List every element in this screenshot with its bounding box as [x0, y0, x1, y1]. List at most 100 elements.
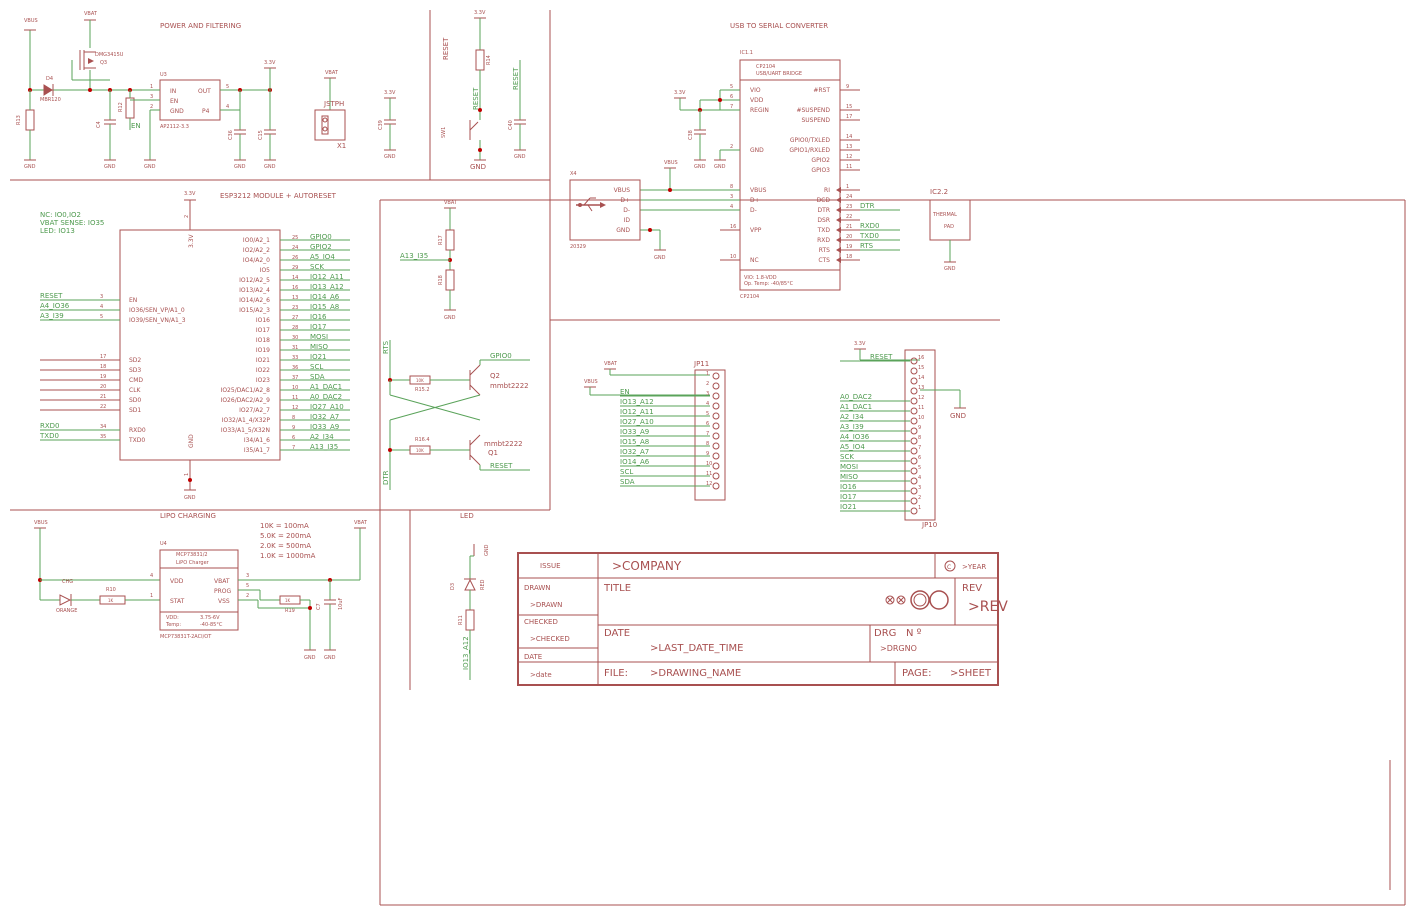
jp11-net: IO33_A9	[620, 428, 649, 436]
gnd-c38: GND	[694, 164, 706, 170]
gnd-usb: GND	[654, 255, 666, 261]
esp-left-net: RXD0	[40, 422, 60, 430]
ar-gnd: GND	[444, 315, 456, 321]
esp-left-pin-num: 35	[100, 434, 106, 440]
gnd-c40: GND	[514, 154, 526, 160]
esp-right-pin-label: IO19	[256, 347, 270, 354]
d4-ref: D4	[46, 76, 53, 82]
vbus-label: VBUS	[24, 18, 38, 24]
section-title-usb: USB TO SERIAL CONVERTER	[730, 22, 828, 30]
ar-rts: RTS	[382, 340, 390, 354]
esp-right-pin-label: I34/A1_6	[244, 437, 270, 444]
esp-left-pin-num: 20	[100, 384, 106, 390]
u4-vdd: VDD	[170, 578, 184, 585]
ic1-pin-arrow	[836, 207, 841, 213]
u4-p1: 1	[150, 593, 153, 599]
esp32-module	[119, 229, 281, 461]
tb-rev-value: >REV	[968, 599, 1008, 615]
gnd-2: GND	[104, 164, 116, 170]
u3-en: EN	[170, 98, 178, 105]
jp11-vbat: VBAT	[604, 361, 618, 367]
red-led	[464, 578, 476, 591]
esp-right-pin-num: 13	[292, 295, 298, 301]
r15-val: 10K	[416, 378, 424, 383]
esp-right-pin-label: IO2/A2_2	[243, 247, 270, 254]
ic1-left-pin-num: 2	[730, 144, 733, 150]
c40-ref: C40	[508, 120, 514, 130]
jp10-net: IO17	[840, 493, 856, 501]
u3-pin4: 4	[226, 104, 229, 110]
u3-p4: P4	[202, 108, 210, 115]
jp11-pin	[712, 372, 720, 380]
esp-left-pin-num: 22	[100, 404, 106, 410]
charge-row-2: 2.0K = 500mA	[260, 542, 311, 550]
jp11-pin-num: 5	[706, 411, 709, 417]
esp-right-pin-label: IO33/A1_5/X32N	[221, 427, 270, 434]
ic1-val: CP2104	[740, 294, 759, 300]
esp-right-pin-num: 12	[292, 405, 298, 411]
esp-right-net: GPIO2	[310, 243, 332, 251]
jp11-pins: 123EN4IO13_A125IO12_A116IO27_A107IO33_A9…	[620, 371, 720, 490]
vbat-label-2: VBAT	[325, 70, 339, 76]
esp-right-pin-num: 27	[292, 315, 298, 321]
u4-p3: 3	[246, 573, 249, 579]
gnd-6: GND	[384, 154, 396, 160]
reset-v33: 3.3V	[474, 10, 486, 16]
usb-icon	[576, 197, 606, 212]
u4-p4: 4	[150, 573, 153, 579]
ar-vbat: VBAT	[444, 200, 458, 206]
esp-right-pin-num: 16	[292, 285, 298, 291]
c7-val: 10uF	[338, 597, 344, 610]
jp11-vbus: VBUS	[584, 379, 598, 385]
esp-right-pin-label: IO4/A2_0	[243, 257, 270, 264]
esp-left-pin-num: 34	[100, 424, 106, 430]
ic1-net-label: TXD0	[859, 232, 879, 240]
usb-vbus: VBUS	[664, 160, 678, 166]
esp-right-pin-num: 9	[292, 425, 295, 431]
v33-label-1: 3.3V	[264, 60, 276, 66]
esp-right-pin-num: 29	[292, 265, 298, 271]
ic1-left-pin-label: GND	[750, 147, 764, 154]
r13-ref: R13	[16, 115, 22, 125]
esp-bottom-gnd: GND	[184, 495, 196, 501]
regulator-u3	[159, 79, 221, 121]
jp10-pin	[910, 447, 918, 455]
led-section: GND D3 RED R11 IO13_A12	[450, 544, 490, 680]
ic1-net-label: DTR	[860, 202, 875, 210]
ic1-right-pin-label: DTR	[818, 207, 830, 214]
q1-val: mmbt2222	[484, 440, 523, 448]
ic1-right-pin-num: 23	[846, 204, 852, 210]
u4-vss: VSS	[218, 598, 230, 605]
section-title-led: LED	[460, 512, 474, 520]
note-vbat: VBAT SENSE: IO35	[40, 219, 104, 227]
q3-value: DMG3415U	[95, 52, 124, 58]
esp-right-pin-num: 25	[292, 235, 298, 241]
jp10-net: A3_I39	[840, 423, 864, 431]
section-frames	[10, 10, 1406, 906]
esp-right-pin-label: IO16	[256, 317, 270, 324]
jp10-pin-num: 14	[918, 375, 924, 381]
tb-date-left-value: >date	[530, 671, 552, 679]
esp-left-pin-label: SD2	[129, 357, 141, 364]
charge-row-3: 1.0K = 1000mA	[260, 552, 316, 560]
r15-ref: R15.2	[415, 387, 430, 393]
esp-right-net: MOSI	[310, 333, 328, 341]
u3-pin3: 3	[150, 94, 153, 100]
tb-no: N º	[906, 628, 922, 639]
sw1-ref: SW1	[441, 127, 447, 138]
r17-ref: R17	[438, 235, 444, 245]
jp10-section: JP10 3.3V GND 16RESET15141312A0_DAC211A1…	[840, 341, 966, 529]
jp10-net: SCK	[840, 453, 854, 461]
u4-name: MCP73831/2	[176, 552, 208, 558]
esp-right-net: A2_I34	[310, 433, 334, 441]
tb-rev: REV	[962, 583, 982, 594]
r19-ref: R19	[285, 608, 295, 614]
jp10-pin-num: 6	[918, 455, 921, 461]
ic1-right-pin-label: GPIO1/RXLED	[789, 147, 830, 154]
jp10-pin	[910, 367, 918, 375]
esp-right-pin-label: IO15/A2_3	[239, 307, 270, 314]
ic1-left-pin-num: 16	[730, 224, 736, 230]
tb-issue: ISSUE	[540, 562, 561, 570]
v33-label-2: 3.3V	[384, 90, 396, 96]
